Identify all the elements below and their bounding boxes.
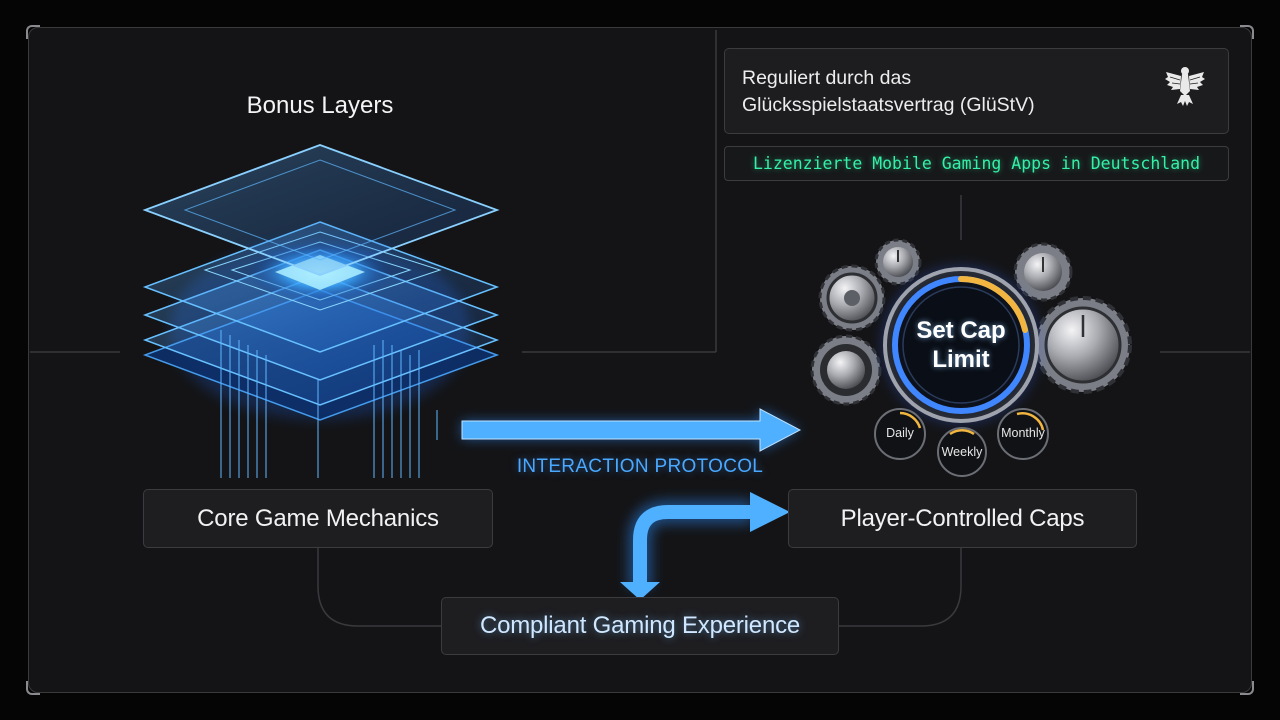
core-game-mechanics-box: Core Game Mechanics (143, 489, 493, 548)
compliant-gaming-experience-box: Compliant Gaming Experience (441, 597, 839, 655)
federal-eagle-icon (1165, 67, 1205, 106)
divider-lines (30, 30, 1250, 627)
cap-control-gears (810, 238, 1132, 477)
regulation-text: Reguliert durch das Glücksspielstaatsver… (742, 65, 1035, 119)
layer-connector-lines (220, 330, 438, 478)
license-banner: Lizenzierte Mobile Gaming Apps in Deutsc… (724, 146, 1229, 181)
set-cap-line-2: Limit (932, 346, 990, 373)
regulation-line-2: Glücksspielstaatsvertrag (GlüStV) (742, 94, 1035, 116)
frame-corner-bottom-right (1240, 681, 1254, 695)
bonus-layers-title: Bonus Layers (246, 92, 394, 119)
bonus-layer-stack (142, 144, 500, 421)
regulation-line-1: Reguliert durch das (742, 67, 912, 89)
frame-corner-top-left (26, 25, 40, 39)
set-cap-limit-label: Set Cap Limit (897, 316, 1025, 374)
monthly-dial-label: Monthly (1001, 426, 1045, 440)
weekly-dial-label: Weekly (941, 445, 983, 459)
feedback-arrow (620, 492, 790, 600)
player-controlled-caps-box: Player-Controlled Caps (788, 489, 1137, 548)
interaction-arrow (461, 408, 802, 452)
daily-dial-label: Daily (886, 426, 914, 440)
set-cap-line-1: Set Cap (916, 317, 1006, 344)
frame-corner-bottom-left (26, 681, 40, 695)
interaction-protocol-label: INTERACTION PROTOCOL (516, 456, 764, 477)
regulation-panel: Reguliert durch das Glücksspielstaatsver… (724, 48, 1229, 134)
frame-corner-top-right (1240, 25, 1254, 39)
